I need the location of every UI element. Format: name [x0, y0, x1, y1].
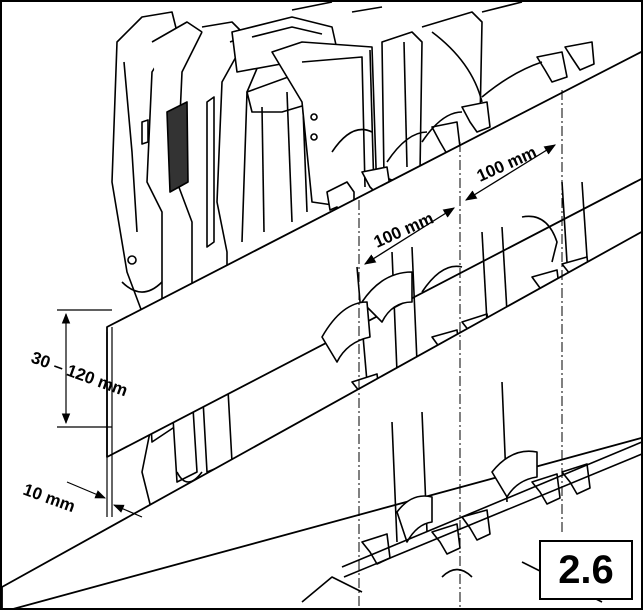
center-lines [358, 90, 563, 608]
spacing-dimensions [364, 144, 556, 265]
height-dimension [57, 309, 112, 428]
thickness-label: 10 mm [21, 480, 78, 516]
lower-clamp-row [301, 381, 641, 603]
left-profile-assembly [111, 11, 265, 513]
top-frame-assembly [231, 2, 523, 233]
figure-number: 2.6 [539, 540, 633, 600]
thickness-dimension [66, 327, 143, 518]
lower-rail-band [2, 231, 641, 608]
